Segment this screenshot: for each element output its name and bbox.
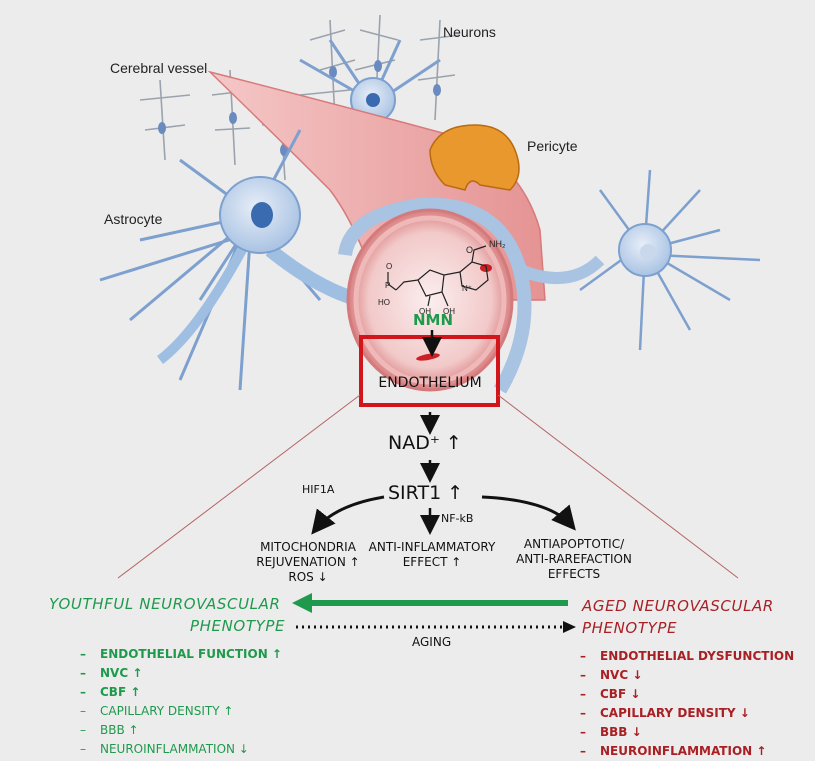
youthful-item: NVC ↑ bbox=[80, 664, 282, 683]
youthful-title-line1: YOUTHFUL NEUROVASCULAR bbox=[49, 595, 281, 613]
aged-item: CBF ↓ bbox=[580, 685, 794, 704]
arrow-sirt1-antiapop bbox=[481, 495, 576, 531]
label-pericyte: Pericyte bbox=[527, 138, 578, 154]
label-neurons: Neurons bbox=[443, 24, 496, 40]
atom-p: P bbox=[385, 281, 391, 290]
perspective-line-left bbox=[117, 394, 361, 579]
youthful-item: ENDOTHELIAL FUNCTION ↑ bbox=[80, 645, 282, 664]
atom-n-plus: N⁺ bbox=[462, 284, 472, 293]
perspective-line-right bbox=[497, 394, 739, 579]
youthful-item: CBF ↑ bbox=[80, 683, 282, 702]
effect-anti-inflammatory: ANTI-INFLAMMATORY EFFECT ↑ bbox=[368, 540, 496, 569]
astrocyte-endfoot bbox=[338, 197, 532, 394]
nmn-molecule bbox=[387, 245, 489, 307]
youthful-list: ENDOTHELIAL FUNCTION ↑ NVC ↑ CBF ↑ CAPIL… bbox=[80, 645, 282, 759]
vessel-cross-section bbox=[346, 208, 514, 392]
arrow-sirt1-mito bbox=[311, 495, 385, 535]
atom-o-phosphate: O bbox=[386, 262, 393, 271]
youthful-item: BBB ↑ bbox=[80, 721, 282, 740]
aged-item: ENDOTHELIAL DYSFUNCTION bbox=[580, 647, 794, 666]
atom-nh2: NH₂ bbox=[489, 239, 506, 249]
youthful-item: NEUROINFLAMMATION ↓ bbox=[80, 740, 282, 759]
aged-item: BBB ↓ bbox=[580, 723, 794, 742]
label-nmn: NMN bbox=[413, 311, 454, 329]
aged-list: ENDOTHELIAL DYSFUNCTION NVC ↓ CBF ↓ CAPI… bbox=[580, 647, 794, 761]
label-aging: AGING bbox=[412, 635, 452, 649]
aged-title-line2: PHENOTYPE bbox=[582, 619, 678, 637]
label-cerebral-vessel: Cerebral vessel bbox=[110, 60, 208, 76]
atom-ho: HO bbox=[378, 298, 390, 307]
aged-item: NVC ↓ bbox=[580, 666, 794, 685]
effect-antiapoptotic: ANTIAPOPTOTIC/ ANTI-RAREFACTION EFFECTS bbox=[516, 537, 632, 581]
aged-item: CAPILLARY DENSITY ↓ bbox=[580, 704, 794, 723]
aged-title-line1: AGED NEUROVASCULAR bbox=[582, 597, 774, 615]
atom-oh-1: OH bbox=[419, 307, 431, 316]
label-endothelium: ENDOTHELIUM bbox=[378, 375, 482, 391]
aged-item: NEUROINFLAMMATION ↑ bbox=[580, 742, 794, 761]
astrocyte-nucleus bbox=[251, 202, 273, 228]
label-nad: NAD⁺ ↑ bbox=[388, 432, 462, 454]
effect-mitochondria: MITOCHONDRIA REJUVENATION ↑ ROS ↓ bbox=[256, 540, 360, 584]
youthful-item: CAPILLARY DENSITY ↑ bbox=[80, 702, 282, 721]
atom-oh-2: OH bbox=[443, 307, 455, 316]
label-sirt1: SIRT1 ↑ bbox=[388, 482, 464, 504]
youthful-title-line2: PHENOTYPE bbox=[190, 617, 286, 635]
pericyte bbox=[429, 124, 520, 191]
label-nfkb: NF-kB bbox=[441, 512, 474, 525]
label-astrocyte: Astrocyte bbox=[104, 211, 163, 227]
neuron-right bbox=[579, 169, 761, 351]
label-hif1a: HIF1A bbox=[302, 483, 335, 496]
atom-o-carbonyl: O bbox=[466, 245, 474, 255]
